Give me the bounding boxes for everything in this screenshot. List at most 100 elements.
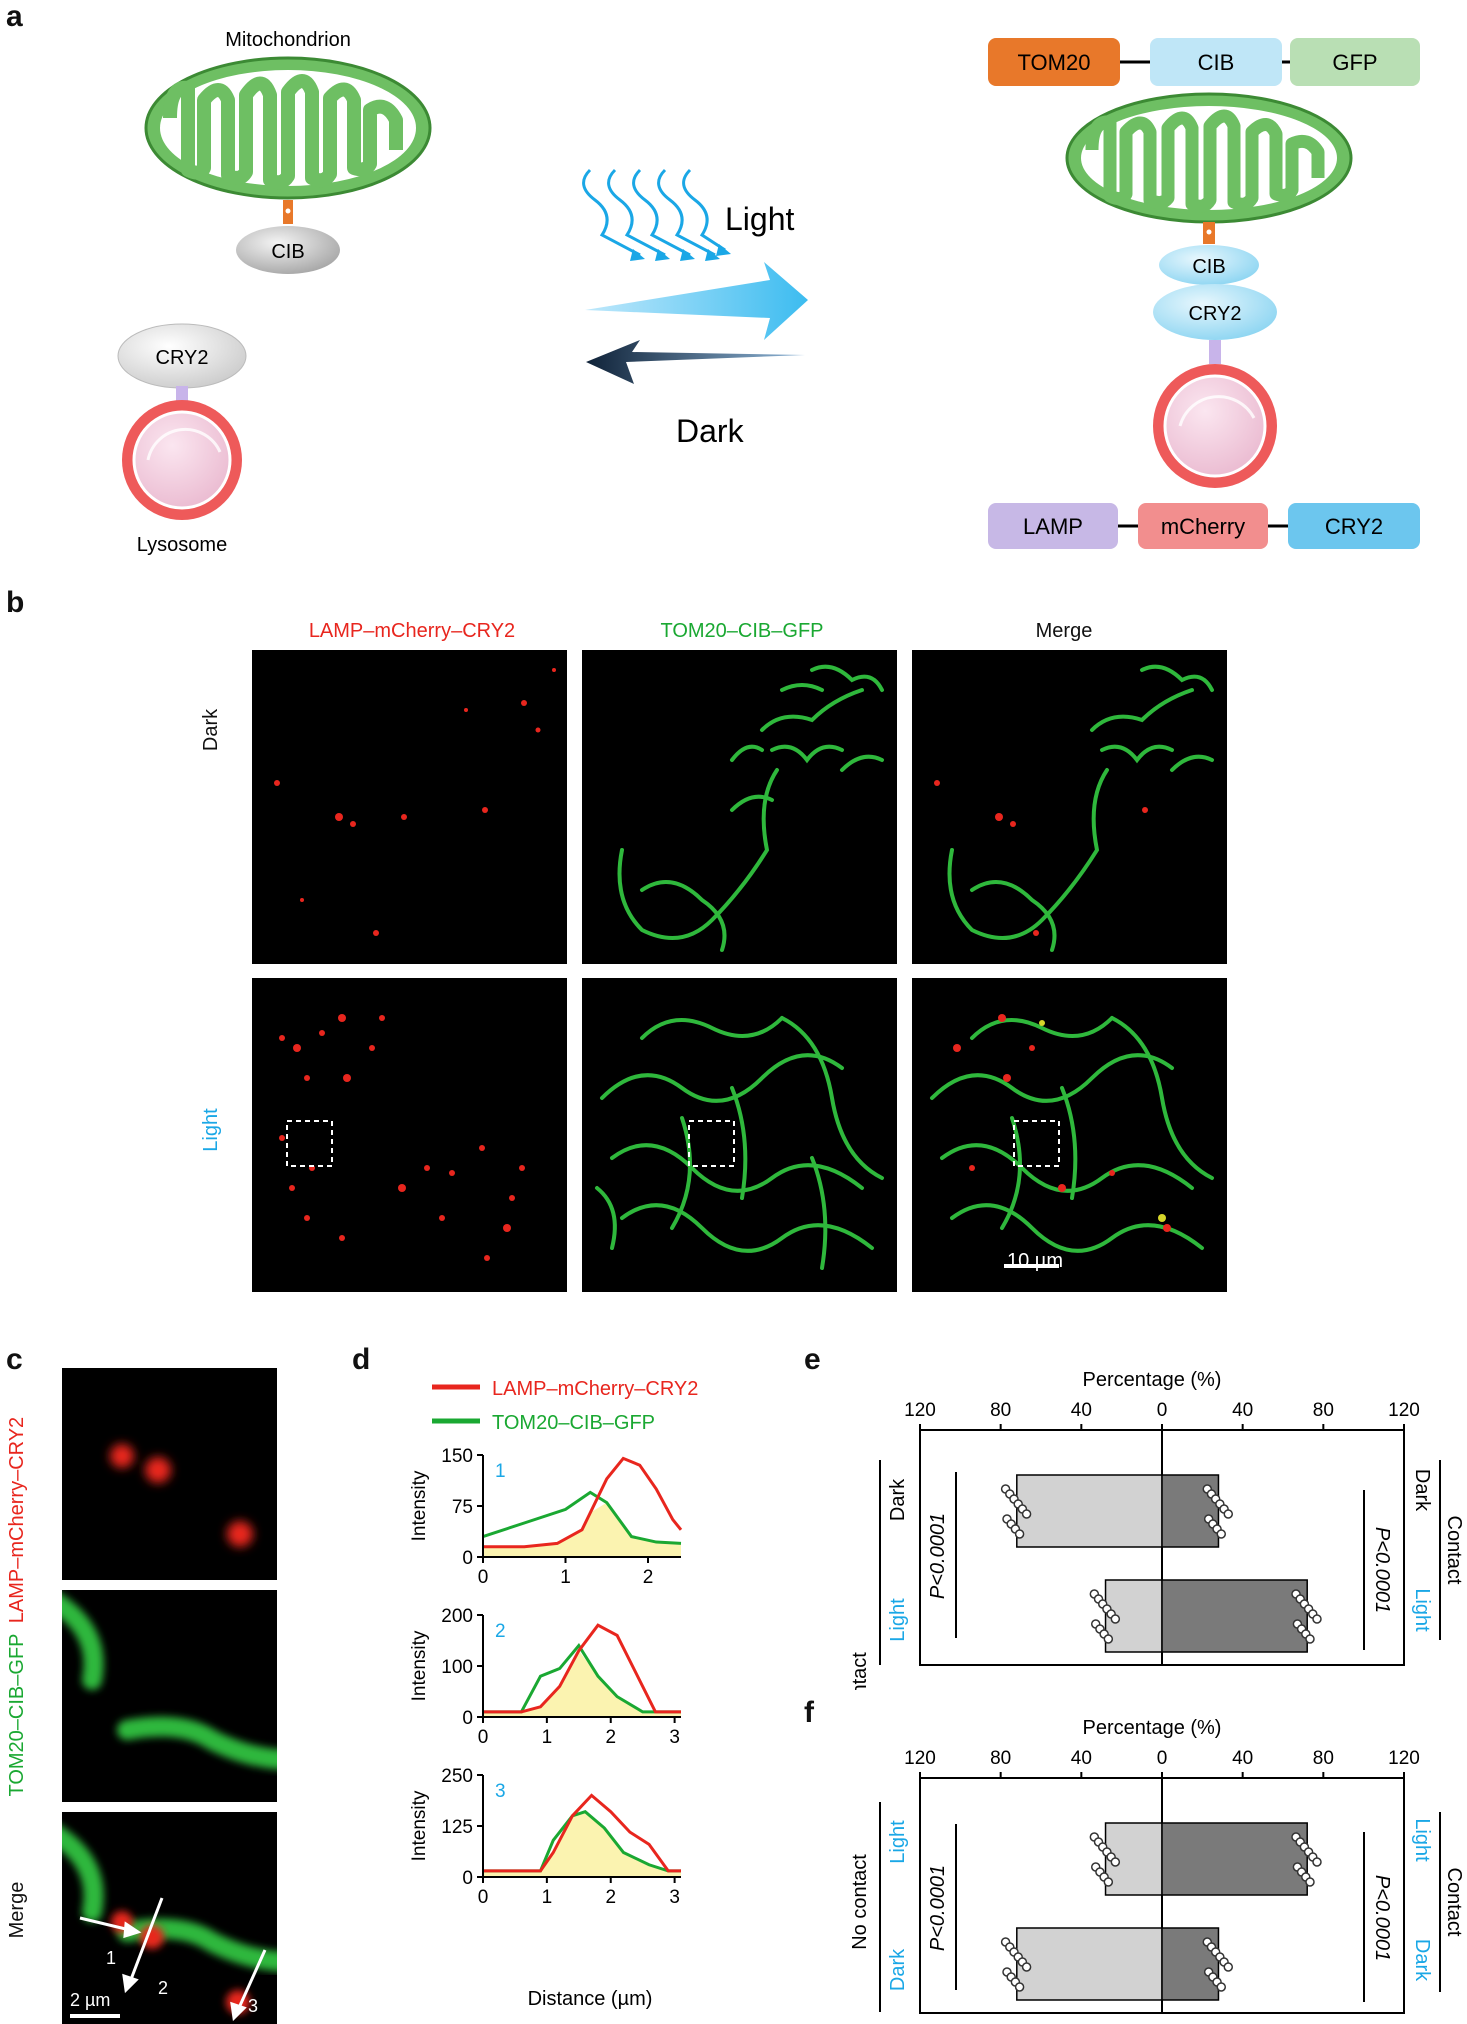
b-row-title-light: Light <box>200 1108 222 1152</box>
cry2-construct-label: CRY2 <box>1325 514 1383 539</box>
e-dot <box>1103 1634 1114 1644</box>
d-ytick-label: 0 <box>462 1868 473 1889</box>
e-title: Percentage (%) <box>1083 1369 1222 1391</box>
d-plot-id-3: 3 <box>495 1781 506 1802</box>
e-pval-left: P<0.0001 <box>927 1513 949 1599</box>
e-tick-label: 40 <box>1071 1400 1092 1421</box>
e-left-group: No contact <box>849 1652 871 1690</box>
panel-a-schematic: Mitochondrion CIB CRY2 Lysosome Light Da… <box>117 29 1420 556</box>
micrograph-dark-red <box>252 650 567 964</box>
e-tick-label: 120 <box>1388 1400 1420 1421</box>
c-label-merge-wrap: Merge <box>6 1820 36 2020</box>
d-overlap-area-2 <box>483 1650 681 1717</box>
f-tick-label: 40 <box>1071 1748 1092 1769</box>
f-tick-label: 120 <box>904 1748 936 1769</box>
zoom-red <box>62 1368 277 1580</box>
d-ytick-label: 200 <box>441 1606 473 1627</box>
f-dot <box>1103 1877 1114 1887</box>
d-plot-id-1: 1 <box>495 1461 506 1482</box>
d-overlap-area-3 <box>483 1811 681 1877</box>
d-xtick-label: 0 <box>478 1567 489 1588</box>
tom20-label: TOM20 <box>1018 50 1091 75</box>
d-line-red-3 <box>483 1793 681 1873</box>
lysosome-label: Lysosome <box>137 534 227 556</box>
e-row-light-right: Light <box>1411 1588 1433 1632</box>
d-line-red-2 <box>483 1623 681 1714</box>
f-dot <box>1223 1962 1234 1972</box>
b-scale-label: 10 µm <box>1007 1250 1063 1272</box>
b-col-title-lamp: LAMP–mCherry–CRY2 <box>308 620 516 642</box>
zoom-merge: 1 2 3 2 µm <box>62 1812 277 2024</box>
construct-lamp-mcherry-cry2: LAMP mCherry CRY2 <box>988 503 1420 549</box>
dark-arrow-icon <box>586 340 805 384</box>
lamp-label: LAMP <box>1023 514 1083 539</box>
f-dot <box>1305 1877 1315 1887</box>
f-dot <box>1216 1982 1227 1992</box>
f-bar-nocontact-dark <box>1016 1927 1163 2001</box>
d-xtick-label: 3 <box>669 1727 680 1748</box>
mitochondrion-icon <box>144 56 432 200</box>
light-rays-icon <box>582 168 726 257</box>
arrow-label-2: 2 <box>158 1978 168 1998</box>
d-xtick-label: 1 <box>542 1887 553 1908</box>
f-tick-label: 80 <box>990 1748 1011 1769</box>
e-dot <box>1216 1529 1227 1539</box>
d-line-green-2 <box>483 1643 681 1714</box>
e-dot <box>1312 1614 1322 1624</box>
e-bar-contact-light <box>1161 1579 1308 1653</box>
e-row-dark-left: Dark <box>887 1478 909 1521</box>
e-bar-nocontact-dark <box>1016 1474 1163 1548</box>
micrograph-dark-merge <box>912 650 1227 964</box>
f-right-group: Contact <box>1443 1868 1465 1937</box>
d-xtick-label: 2 <box>605 1727 616 1748</box>
d-xtick-label: 1 <box>542 1727 553 1748</box>
panel-letter-a: a <box>6 0 23 33</box>
lysosome-right-icon <box>1153 364 1277 488</box>
cib-label-left: CIB <box>271 241 304 263</box>
e-dot <box>1014 1529 1025 1539</box>
f-bar-nocontact-light <box>1104 1822 1163 1896</box>
light-label: Light <box>725 201 795 237</box>
e-tick-label: 80 <box>990 1400 1011 1421</box>
mitochondrion-label: Mitochondrion <box>225 29 351 51</box>
f-bar-contact-dark <box>1161 1927 1220 2001</box>
panel-letter-b: b <box>6 586 25 619</box>
panel-letter-c: c <box>6 1343 23 1376</box>
f-dot <box>1021 1962 1032 1972</box>
d-ytick-label: 150 <box>441 1446 473 1467</box>
cry2-label-left: CRY2 <box>156 347 209 369</box>
d-xlabel: Distance (µm) <box>528 1988 653 2010</box>
f-title: Percentage (%) <box>1083 1717 1222 1739</box>
d-ylabel-2: Intensity <box>409 1630 430 1701</box>
micrograph-light-green <box>582 978 897 1292</box>
f-row-light-right: Light <box>1411 1818 1433 1862</box>
d-xtick-label: 2 <box>605 1887 616 1908</box>
e-tick-label: 80 <box>1313 1400 1334 1421</box>
f-row-dark-left: Dark <box>887 1948 909 1991</box>
f-bar-contact-light <box>1161 1822 1308 1896</box>
f-dot <box>1110 1857 1121 1867</box>
f-tick-label: 120 <box>1388 1748 1420 1769</box>
b-col-title-merge: Merge <box>1035 620 1093 642</box>
d-plot-id-2: 2 <box>495 1621 506 1642</box>
c-label-merge: Merge <box>6 1881 28 1939</box>
construct-tom20-cib-gfp: TOM20 CIB GFP <box>988 38 1420 86</box>
d-xtick-label: 1 <box>560 1567 571 1588</box>
d-legend-green: TOM20–CIB–GFP <box>492 1412 655 1434</box>
e-dot <box>1021 1509 1032 1519</box>
d-ytick-label: 75 <box>452 1497 473 1518</box>
b-col-title-tom20: TOM20–CIB–GFP <box>660 620 824 642</box>
f-dot <box>1312 1857 1322 1867</box>
c-label-green: TOM20–CIB–GFP <box>6 1633 28 1797</box>
panel-letter-e: e <box>804 1343 821 1376</box>
f-tick-label: 80 <box>1313 1748 1334 1769</box>
mcherry-label: mCherry <box>1161 514 1245 539</box>
zoom-green <box>62 1590 277 1802</box>
c-scale-label: 2 µm <box>70 1990 110 2010</box>
d-xtick-label: 3 <box>669 1887 680 1908</box>
f-pval-left: P<0.0001 <box>927 1865 949 1951</box>
gfp-label: GFP <box>1332 50 1377 75</box>
d-line-green-3 <box>483 1810 681 1873</box>
e-pval-right: P<0.0001 <box>1371 1527 1393 1613</box>
